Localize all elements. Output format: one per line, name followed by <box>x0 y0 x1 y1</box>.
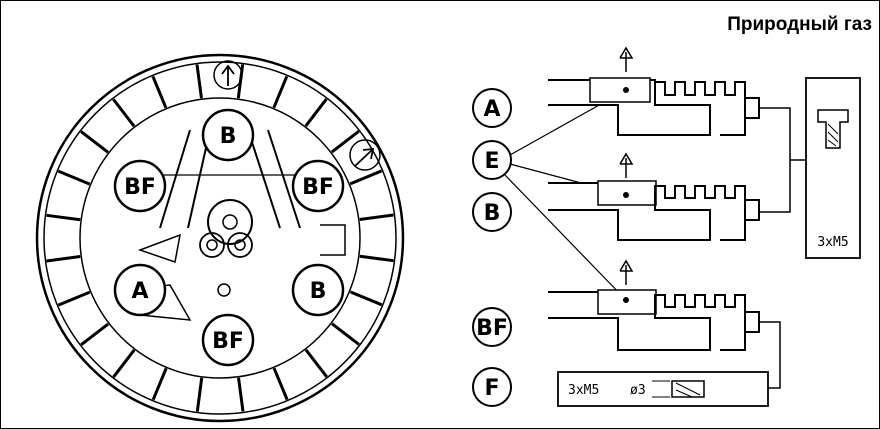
nozzle-dots <box>623 87 629 303</box>
wheel-segment-tick <box>80 322 110 346</box>
legend-b: B <box>472 192 512 232</box>
burner-b-right: B <box>291 263 345 317</box>
connector-lines <box>759 107 806 389</box>
wheel-segment-tick <box>349 290 383 307</box>
svg-text:E: E <box>484 149 499 174</box>
legend-a: A <box>472 88 512 128</box>
svg-text:B: B <box>310 279 327 304</box>
wheel-segment-tick <box>57 290 91 307</box>
svg-text:3xM5: 3xM5 <box>568 383 599 398</box>
wheel-segment-tick <box>272 367 289 401</box>
wheel-segment-tick <box>195 64 203 99</box>
burner-bf-left: BF <box>113 159 167 213</box>
wheel-segment-tick <box>151 367 168 401</box>
svg-text:ø3: ø3 <box>630 383 646 398</box>
wheel-segment-tick <box>80 130 109 154</box>
svg-text:BF: BF <box>476 316 508 341</box>
svg-text:F: F <box>484 376 499 401</box>
wheel-segment-tick <box>359 213 394 221</box>
burner-wheel <box>35 53 405 423</box>
svg-text:BF: BF <box>302 175 334 200</box>
wheel-segment-tick <box>195 377 204 412</box>
wheel-segment-tick <box>331 322 360 346</box>
page-title: Природный газ <box>727 14 872 35</box>
wheel-segment-tick <box>237 377 245 412</box>
wheel-segment-tick <box>112 98 136 128</box>
wheel-segment-tick <box>46 255 81 263</box>
legend-bf: BF <box>472 307 512 347</box>
wheel-segment-tick <box>46 213 81 222</box>
screw-box: 3xM5 <box>805 77 861 259</box>
wheel-segment-tick <box>151 75 168 109</box>
wheel-segment-tick <box>330 130 360 154</box>
svg-text:A: A <box>131 279 148 304</box>
burner-a: A <box>113 263 167 317</box>
svg-text:3xM5: 3xM5 <box>817 235 848 250</box>
f-note-box: 3xM5 ø3 <box>557 371 769 407</box>
svg-text:BF: BF <box>212 329 244 354</box>
wheel-segment-tick <box>304 348 328 378</box>
svg-text:BF: BF <box>124 175 156 200</box>
burner-bf-right: BF <box>291 159 345 213</box>
wheel-segment-tick <box>112 349 136 378</box>
legend-e: E <box>472 140 512 180</box>
burner-bf-bottom: BF <box>201 313 255 367</box>
wheel-segment-tick <box>349 169 383 186</box>
wheel-segment-tick <box>272 75 289 109</box>
nozzle-assemblies <box>548 77 760 351</box>
wheel-segment-tick <box>304 98 328 127</box>
burner-b-top: B <box>201 108 255 162</box>
svg-text:B: B <box>220 124 237 149</box>
wheel-segment-tick <box>359 254 394 263</box>
wheel-segment-tick <box>57 169 91 186</box>
legend-f: F <box>472 367 512 407</box>
flow-arrows <box>619 46 634 285</box>
svg-text:B: B <box>484 201 501 226</box>
svg-text:A: A <box>483 97 500 122</box>
